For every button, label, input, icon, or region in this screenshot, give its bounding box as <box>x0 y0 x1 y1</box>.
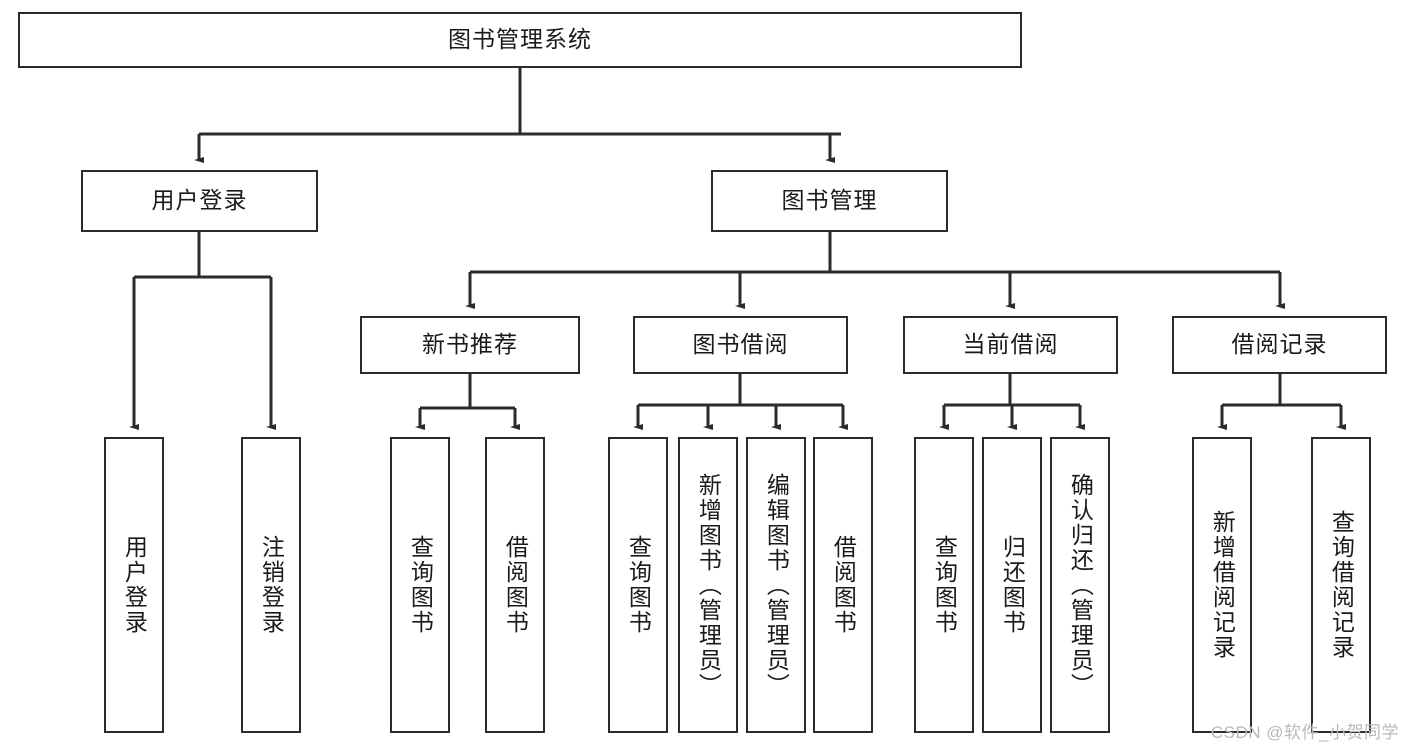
node-user-login[interactable]: 用户登录 <box>81 170 318 232</box>
node-borrow-record[interactable]: 借阅记录 <box>1172 316 1387 374</box>
node-book-borrow[interactable]: 图书借阅 <box>633 316 848 374</box>
leaf-query-book-2[interactable]: 查询图书 <box>608 437 668 733</box>
watermark: CSDN @软件_小贺同学 <box>1210 723 1399 742</box>
leaf-confirm-return[interactable]: 确认归还（管理员） <box>1050 437 1110 733</box>
leaf-return-book-label: 归还图书 <box>999 535 1026 635</box>
leaf-edit-book[interactable]: 编辑图书（管理员） <box>746 437 806 733</box>
leaf-query-record[interactable]: 查询借阅记录 <box>1311 437 1371 733</box>
leaf-add-record[interactable]: 新增借阅记录 <box>1192 437 1252 733</box>
leaf-user-login-label: 用户登录 <box>121 535 148 635</box>
node-new-book-recommend-label: 新书推荐 <box>422 331 518 358</box>
leaf-return-book[interactable]: 归还图书 <box>982 437 1042 733</box>
leaf-logout-login[interactable]: 注销登录 <box>241 437 301 733</box>
leaf-confirm-return-label: 确认归还（管理员） <box>1067 472 1094 698</box>
leaf-query-record-label: 查询借阅记录 <box>1328 510 1355 660</box>
node-book-manage[interactable]: 图书管理 <box>711 170 948 232</box>
leaf-query-book-1[interactable]: 查询图书 <box>390 437 450 733</box>
leaf-borrow-book-1-label: 借阅图书 <box>502 535 529 635</box>
node-user-login-label: 用户登录 <box>151 187 248 214</box>
leaf-logout-login-label: 注销登录 <box>258 535 285 635</box>
leaf-add-book-label: 新增图书（管理员） <box>695 472 722 698</box>
leaf-query-book-3-label: 查询图书 <box>931 535 958 635</box>
node-current-borrow[interactable]: 当前借阅 <box>903 316 1118 374</box>
node-new-book-recommend[interactable]: 新书推荐 <box>360 316 580 374</box>
node-book-borrow-label: 图书借阅 <box>692 331 789 358</box>
node-root-label: 图书管理系统 <box>448 26 592 53</box>
leaf-query-book-1-label: 查询图书 <box>407 535 434 635</box>
node-book-manage-label: 图书管理 <box>781 187 878 214</box>
leaf-user-login[interactable]: 用户登录 <box>104 437 164 733</box>
leaf-add-record-label: 新增借阅记录 <box>1209 510 1236 660</box>
leaf-borrow-book-1[interactable]: 借阅图书 <box>485 437 545 733</box>
leaf-query-book-3[interactable]: 查询图书 <box>914 437 974 733</box>
leaf-borrow-book-2[interactable]: 借阅图书 <box>813 437 873 733</box>
leaf-add-book[interactable]: 新增图书（管理员） <box>678 437 738 733</box>
leaf-borrow-book-2-label: 借阅图书 <box>830 535 857 635</box>
node-current-borrow-label: 当前借阅 <box>962 331 1059 358</box>
leaf-query-book-2-label: 查询图书 <box>625 535 652 635</box>
leaf-edit-book-label: 编辑图书（管理员） <box>763 472 790 698</box>
node-borrow-record-label: 借阅记录 <box>1231 331 1328 358</box>
node-root[interactable]: 图书管理系统 <box>18 12 1022 68</box>
